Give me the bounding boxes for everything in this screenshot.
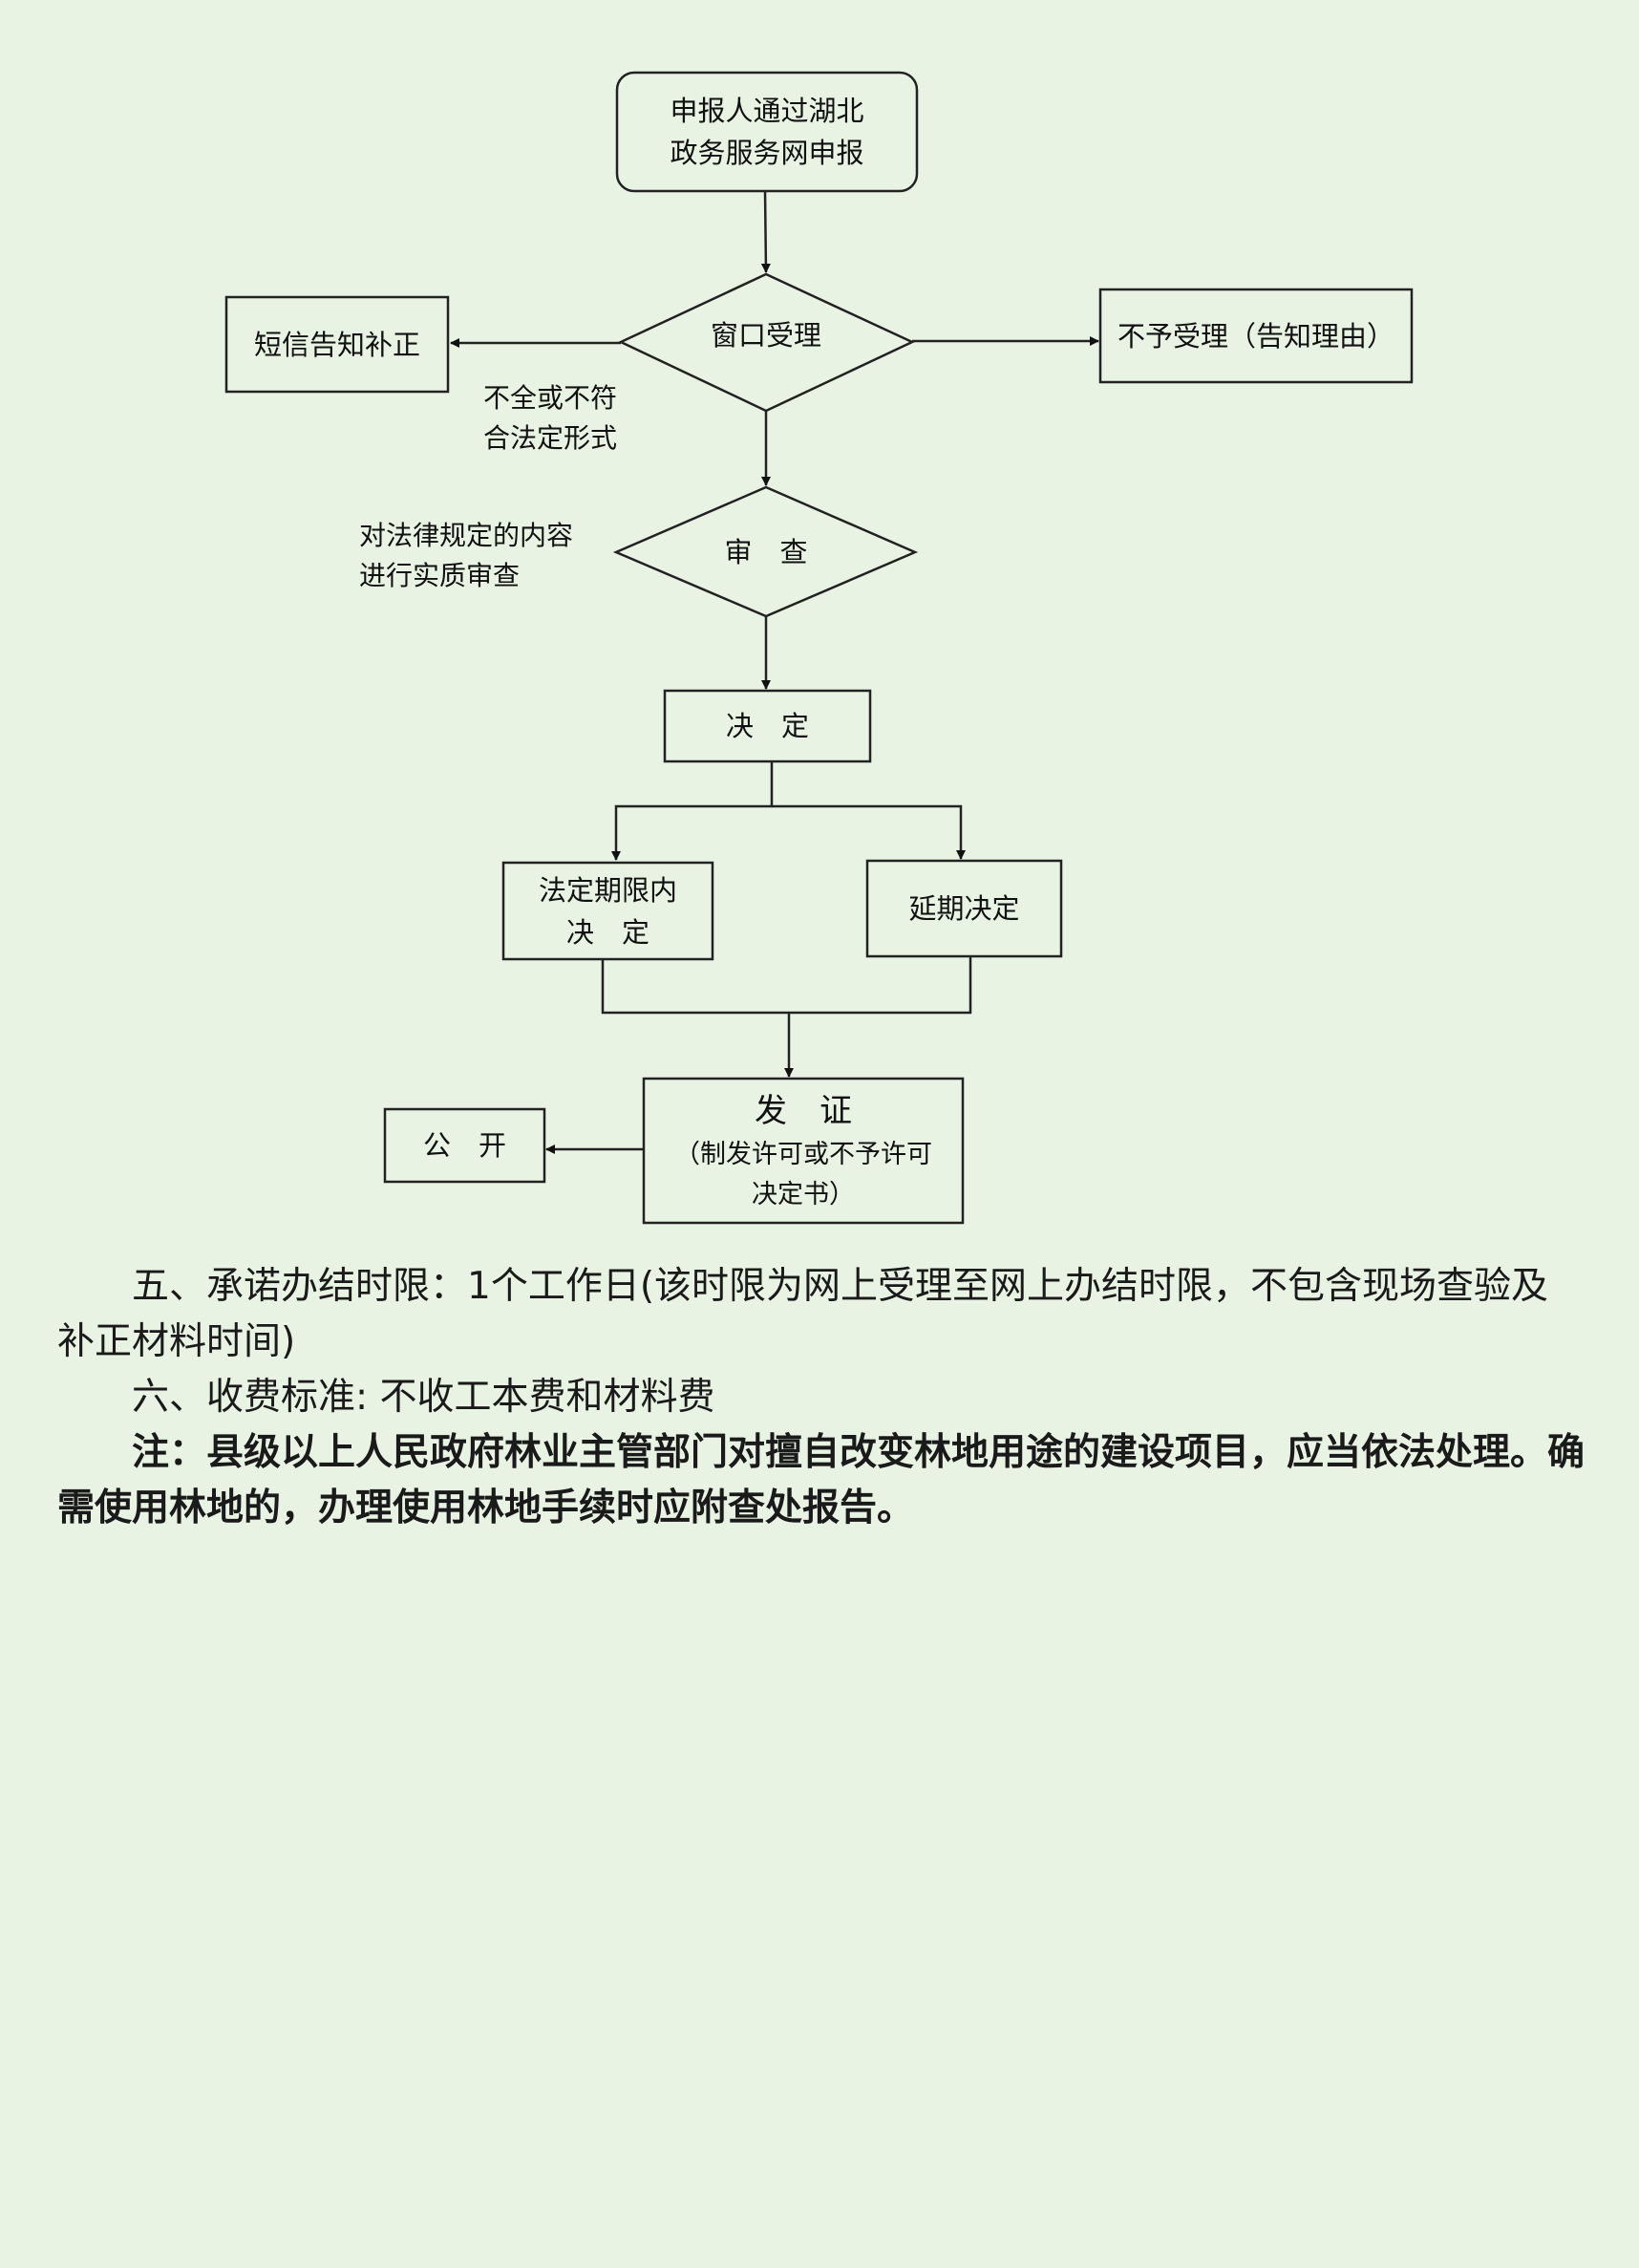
start-line-2: 政务服务网申报: [670, 137, 864, 169]
arrow-start-window: [760, 190, 771, 273]
start-box: [615, 71, 919, 193]
start-line-1: 申报人通过湖北: [670, 95, 864, 127]
incomplete-line-1: 不全或不符: [483, 382, 618, 414]
item-5-paragraph: 五、承诺办结时限：1个工作日(该时限为网上受理至网上办结时限，不包含现场查验及补…: [57, 1265, 1549, 1363]
review-label-line-2: 进行实质审查: [359, 560, 521, 591]
issue-text: 发 证 （制发许可或不予许可 决定书）: [644, 1079, 963, 1223]
within-limit-line-1: 法定期限内: [538, 873, 677, 907]
extended-box: [865, 859, 1063, 958]
within-limit-line-2: 决 定: [565, 915, 649, 949]
issue-box: [642, 1077, 965, 1225]
review-label-line-1: 对法律规定的内容: [359, 520, 574, 551]
body-text: 五、承诺办结时限：1个工作日(该时限为网上受理至网上办结时限，不包含现场查验及补…: [57, 1259, 1586, 1536]
within-limit-text: 法定期限内 决 定: [503, 863, 713, 959]
line-decision-split: [611, 761, 774, 861]
item-6-paragraph: 六、收费标准: 不收工本费和材料费: [132, 1376, 715, 1419]
flowchart: [224, 71, 1414, 1225]
issue-sub-line-2: 决定书）: [752, 1179, 855, 1209]
window-text: 窗口受理: [710, 319, 821, 352]
note-paragraph: 注：县级以上人民政府林业主管部门对擅自改变林地用途的建设项目，应当依法处理。确需…: [57, 1431, 1586, 1530]
issue-sub-line-1: （制发许可或不予许可: [674, 1139, 932, 1169]
publish-box: [383, 1107, 546, 1184]
line-decision-split-right: [772, 804, 966, 860]
extended-text: 延期决定: [908, 892, 1020, 925]
review-label: 对法律规定的内容 进行实质审查: [359, 516, 573, 596]
start-text: 申报人通过湖北 政务服务网申报: [617, 73, 917, 191]
incomplete-line-2: 合法定形式: [483, 422, 618, 454]
reject-box: [1098, 288, 1414, 384]
notify-box: [224, 295, 450, 394]
line-merge: [601, 956, 972, 1015]
decision-box: [663, 689, 872, 763]
incomplete-label: 不全或不符 合法定形式: [483, 378, 617, 459]
decision-text: 决 定: [725, 710, 809, 742]
review-text: 审 查: [724, 536, 808, 568]
within-limit-box: [501, 861, 714, 961]
notify-text: 短信告知补正: [253, 328, 420, 361]
issue-title: 发 证: [755, 1091, 852, 1130]
publish-text: 公 开: [422, 1129, 506, 1162]
reject-text: 不予受理（告知理由）: [1117, 319, 1394, 353]
